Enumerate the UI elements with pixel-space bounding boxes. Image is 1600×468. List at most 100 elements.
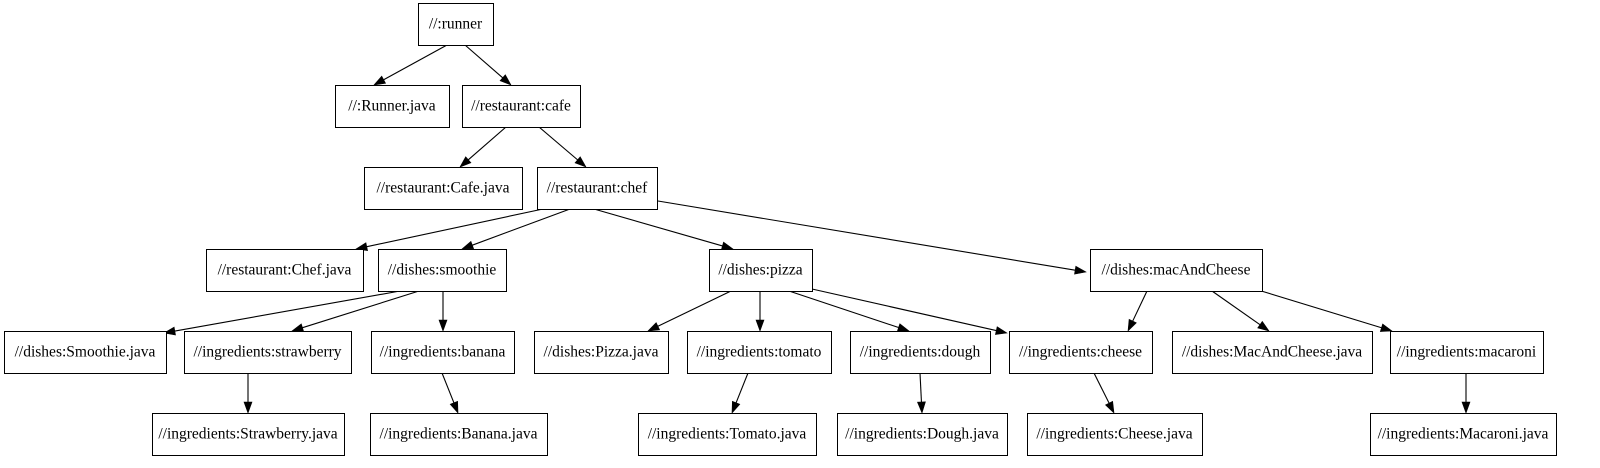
node-box: [850, 331, 991, 374]
edge-runner-to-runner_java: [373, 44, 448, 86]
edge-restaurant_chef-to-dishes_smoothie: [461, 208, 571, 250]
edge-line: [383, 44, 448, 81]
graph-node-smoothie_java[interactable]: //dishes:Smoothie.java: [4, 331, 167, 374]
graph-node-macandchs_java[interactable]: //dishes:MacAndCheese.java: [1172, 331, 1373, 374]
edge-line: [464, 44, 504, 79]
graph-node-dishes_pizza[interactable]: //dishes:pizza: [709, 249, 813, 292]
node-label: //restaurant:cafe: [471, 98, 571, 115]
edge-line: [593, 208, 723, 247]
arrowhead-icon: [896, 323, 910, 332]
node-box: [1090, 249, 1263, 292]
edge-dishes_smoothie-to-ing_banana: [438, 291, 448, 332]
node-label: //dishes:Pizza.java: [544, 344, 659, 361]
graph-node-ing_strawberry[interactable]: //ingredients:strawberry: [184, 331, 352, 374]
edge-line: [735, 372, 749, 403]
graph-node-ing_cheese[interactable]: //ingredients:cheese: [1009, 331, 1153, 374]
graph-node-cheese_java[interactable]: //ingredients:Cheese.java: [1027, 413, 1203, 456]
arrowhead-icon: [461, 240, 475, 250]
graph-node-strawberry_java[interactable]: //ingredients:Strawberry.java: [152, 413, 345, 456]
arrowhead-icon: [438, 319, 448, 332]
edge-line: [788, 290, 899, 329]
node-box: [709, 249, 813, 292]
edge-line: [657, 200, 1076, 271]
arrowhead-icon: [917, 401, 926, 414]
node-label: //dishes:MacAndCheese.java: [1182, 344, 1362, 361]
edge-dishes_pizza-to-ing_cheese: [811, 288, 1008, 335]
node-box: [1370, 413, 1557, 456]
graph-node-macaroni_java[interactable]: //ingredients:Macaroni.java: [1370, 413, 1557, 456]
arrowhead-icon: [995, 326, 1008, 335]
graph-node-runner[interactable]: //:runner: [418, 3, 494, 46]
edge-line: [441, 372, 455, 403]
node-label: //restaurant:chef: [547, 180, 649, 197]
edge-dishes_macandchs-to-ing_cheese: [1127, 290, 1148, 332]
node-box: [1027, 413, 1203, 456]
edge-line: [811, 288, 997, 332]
edge-ing_banana-to-banana_java: [441, 372, 459, 414]
graph-node-runner_java[interactable]: //:Runner.java: [335, 85, 450, 128]
arrowhead-icon: [291, 323, 305, 332]
edge-ing_strawberry-to-strawberry_java: [243, 373, 253, 414]
graph-node-cafe_java[interactable]: //restaurant:Cafe.java: [364, 167, 523, 210]
node-label: //restaurant:Chef.java: [218, 262, 352, 279]
edge-line: [467, 126, 507, 161]
node-label: //ingredients:Macaroni.java: [1378, 426, 1549, 443]
arrowhead-icon: [1257, 320, 1270, 332]
graph-node-dough_java[interactable]: //ingredients:Dough.java: [837, 413, 1008, 456]
node-box: [370, 413, 548, 456]
graph-node-banana_java[interactable]: //ingredients:Banana.java: [370, 413, 548, 456]
graph-node-restaurant_chef[interactable]: //restaurant:chef: [537, 167, 658, 210]
node-label: //ingredients:strawberry: [193, 344, 341, 361]
edge-line: [472, 208, 571, 246]
edge-dishes_smoothie-to-ing_strawberry: [291, 290, 420, 332]
node-box: [462, 85, 581, 128]
edge-line: [366, 208, 544, 248]
nodes-layer: //:runner //:Runner.java //restaurant:cafe…: [4, 3, 1557, 456]
node-label: //dishes:macAndCheese: [1102, 262, 1251, 279]
graph-node-ing_macaroni[interactable]: //ingredients:macaroni: [1390, 331, 1544, 374]
edge-dishes_pizza-to-pizza_java: [647, 290, 732, 332]
node-label: //:Runner.java: [348, 98, 436, 115]
graph-node-pizza_java[interactable]: //dishes:Pizza.java: [534, 331, 669, 374]
node-label: //dishes:Smoothie.java: [15, 344, 156, 361]
edge-dishes_macandchs-to-ing_macaroni: [1257, 289, 1393, 332]
edge-line: [302, 290, 420, 329]
graph-node-tomato_java[interactable]: //ingredients:Tomato.java: [638, 413, 817, 456]
node-label: //ingredients:Banana.java: [380, 426, 538, 443]
node-label: //ingredients:macaroni: [1397, 344, 1537, 361]
graph-node-dishes_macandchs[interactable]: //dishes:macAndCheese: [1090, 249, 1263, 292]
node-box: [184, 331, 352, 374]
node-box: [4, 331, 167, 374]
graph-node-dishes_smoothie[interactable]: //dishes:smoothie: [378, 249, 507, 292]
node-box: [534, 331, 669, 374]
node-box: [1172, 331, 1373, 374]
graph-node-restaurant_cafe[interactable]: //restaurant:cafe: [462, 85, 581, 128]
graph-node-ing_banana[interactable]: //ingredients:banana: [371, 331, 515, 374]
node-label: //ingredients:banana: [380, 344, 506, 361]
edge-ing_macaroni-to-macaroni_java: [1461, 373, 1471, 414]
node-box: [335, 85, 450, 128]
node-label: //ingredients:cheese: [1019, 344, 1142, 361]
arrowhead-icon: [1127, 318, 1137, 332]
edge-restaurant_chef-to-dishes_pizza: [593, 208, 734, 251]
node-label: //ingredients:dough: [860, 344, 981, 361]
edge-line: [657, 290, 732, 327]
arrowhead-icon: [755, 319, 765, 332]
node-label: //:runner: [429, 16, 483, 33]
node-label: //restaurant:Cafe.java: [377, 180, 510, 197]
arrowhead-icon: [1461, 401, 1471, 414]
edge-line: [1093, 372, 1110, 404]
graph-node-chef_java[interactable]: //restaurant:Chef.java: [206, 249, 364, 292]
node-box: [537, 167, 658, 210]
graph-node-ing_tomato[interactable]: //ingredients:tomato: [687, 331, 832, 374]
edge-line: [1132, 290, 1148, 322]
edge-ing_tomato-to-tomato_java: [731, 372, 749, 414]
node-box: [837, 413, 1008, 456]
edge-line: [919, 372, 922, 403]
node-label: //ingredients:Tomato.java: [648, 426, 807, 443]
edge-ing_cheese-to-cheese_java: [1093, 372, 1115, 414]
edge-restaurant_cafe-to-restaurant_chef: [538, 126, 587, 168]
graph-node-ing_dough[interactable]: //ingredients:dough: [850, 331, 991, 374]
node-box: [418, 3, 494, 46]
